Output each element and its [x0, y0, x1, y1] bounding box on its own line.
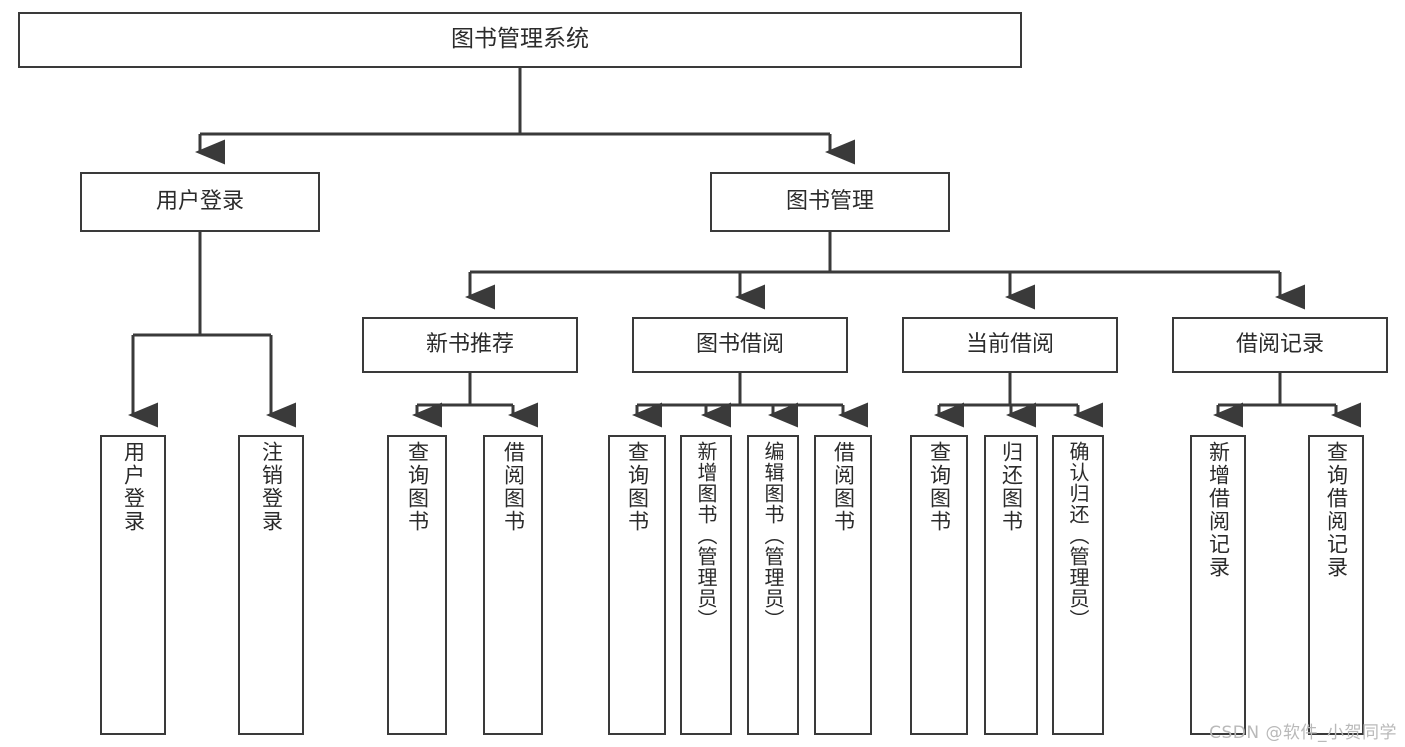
node-user-login[interactable]: 用户登录 [80, 172, 320, 232]
node-book-manage[interactable]: 图书管理 [710, 172, 950, 232]
node-leaf-return-book[interactable]: 归还图书 [984, 435, 1038, 735]
node-leaf-edit-book-admin-label: 编辑图书（管理员） [761, 441, 785, 630]
node-new-book-recommend[interactable]: 新书推荐 [362, 317, 578, 373]
node-leaf-user-logout[interactable]: 注销登录 [238, 435, 304, 735]
node-leaf-add-book-admin-label: 新增图书（管理员） [694, 441, 718, 630]
node-leaf-confirm-return-admin[interactable]: 确认归还（管理员） [1052, 435, 1104, 735]
node-book-borrow[interactable]: 图书借阅 [632, 317, 848, 373]
node-leaf-query-book-current[interactable]: 查询图书 [910, 435, 968, 735]
node-current-borrow[interactable]: 当前借阅 [902, 317, 1118, 373]
node-leaf-borrow-book[interactable]: 借阅图书 [814, 435, 872, 735]
node-new-book-recommend-label: 新书推荐 [425, 332, 514, 358]
node-borrow-record-label: 借阅记录 [1235, 332, 1324, 358]
node-leaf-borrow-book-rec[interactable]: 借阅图书 [483, 435, 543, 735]
node-current-borrow-label: 当前借阅 [965, 332, 1054, 358]
node-leaf-query-book-rec[interactable]: 查询图书 [387, 435, 447, 735]
node-root-label: 图书管理系统 [451, 26, 589, 53]
node-leaf-user-login-label: 用户登录 [121, 441, 146, 533]
node-leaf-query-book-borrow[interactable]: 查询图书 [608, 435, 666, 735]
node-leaf-add-book-admin[interactable]: 新增图书（管理员） [680, 435, 732, 735]
node-leaf-borrow-book-label: 借阅图书 [831, 441, 856, 533]
node-book-manage-label: 图书管理 [785, 189, 874, 215]
node-leaf-user-login[interactable]: 用户登录 [100, 435, 166, 735]
node-leaf-query-book-current-label: 查询图书 [927, 441, 952, 533]
node-leaf-query-book-borrow-label: 查询图书 [625, 441, 650, 533]
node-book-borrow-label: 图书借阅 [695, 332, 784, 358]
csdn-watermark: CSDN @软件_小贺同学 [1209, 723, 1397, 743]
node-leaf-add-borrow-record[interactable]: 新增借阅记录 [1190, 435, 1246, 735]
node-leaf-query-borrow-record[interactable]: 查询借阅记录 [1308, 435, 1364, 735]
node-leaf-confirm-return-admin-label: 确认归还（管理员） [1066, 441, 1090, 630]
node-leaf-user-logout-label: 注销登录 [259, 441, 284, 533]
node-leaf-query-book-rec-label: 查询图书 [405, 441, 430, 533]
node-leaf-borrow-book-rec-label: 借阅图书 [501, 441, 526, 533]
node-root[interactable]: 图书管理系统 [18, 12, 1022, 68]
node-leaf-add-borrow-record-label: 新增借阅记录 [1206, 441, 1231, 579]
node-leaf-edit-book-admin[interactable]: 编辑图书（管理员） [747, 435, 799, 735]
node-user-login-label: 用户登录 [155, 189, 244, 215]
node-leaf-return-book-label: 归还图书 [999, 441, 1024, 533]
node-borrow-record[interactable]: 借阅记录 [1172, 317, 1388, 373]
node-leaf-query-borrow-record-label: 查询借阅记录 [1324, 441, 1349, 579]
